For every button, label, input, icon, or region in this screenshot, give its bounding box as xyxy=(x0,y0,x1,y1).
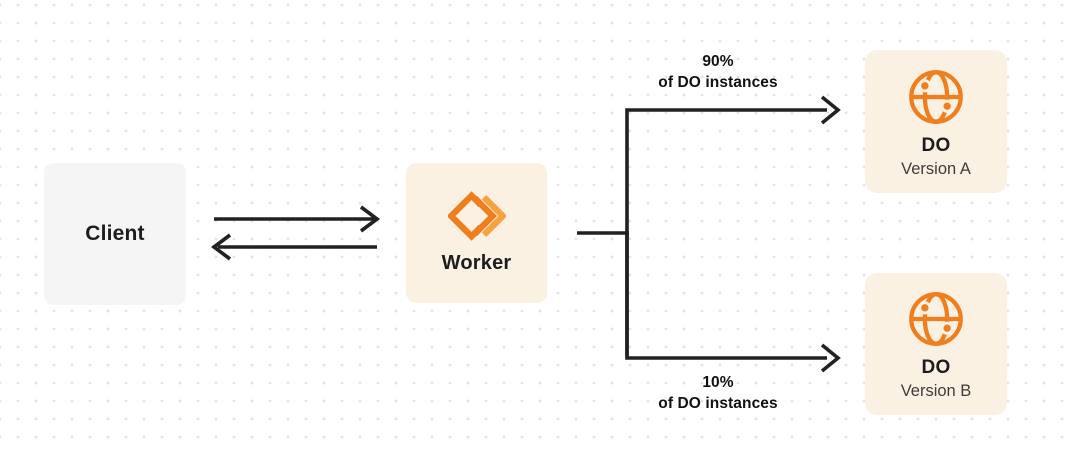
do-b-subtitle: Version B xyxy=(900,382,972,400)
route-b-label: 10% of DO instances xyxy=(608,372,828,414)
route-a-label: 90% of DO instances xyxy=(608,51,828,93)
do-a-subtitle: Version A xyxy=(901,159,971,178)
worker-node: Worker xyxy=(406,163,547,303)
client-node: Client xyxy=(44,163,186,305)
globe-icon xyxy=(909,69,963,124)
client-label: Client xyxy=(85,222,145,245)
do-b-title: DO xyxy=(921,357,951,378)
branch-to-version-a-head xyxy=(820,95,841,125)
cloudflare-workers-icon xyxy=(447,191,506,241)
branch-to-version-b-head xyxy=(820,343,841,373)
globe-icon xyxy=(909,292,963,346)
route-b-caption: of DO instances xyxy=(658,395,778,412)
route-a-caption: of DO instances xyxy=(658,74,778,91)
route-b-percent: 10% xyxy=(702,374,734,391)
route-a-percent: 90% xyxy=(702,53,734,70)
branch-to-version-b-line xyxy=(625,233,827,360)
do-version-a-node: DO Version A xyxy=(865,50,1007,193)
worker-label: Worker xyxy=(441,252,512,274)
branch-to-version-a-line xyxy=(625,108,827,356)
do-version-b-node: DO Version B xyxy=(865,273,1007,415)
arrow-client-to-worker-head xyxy=(359,205,380,233)
do-a-title: DO xyxy=(921,134,951,156)
arrow-worker-to-client-head xyxy=(211,233,232,261)
